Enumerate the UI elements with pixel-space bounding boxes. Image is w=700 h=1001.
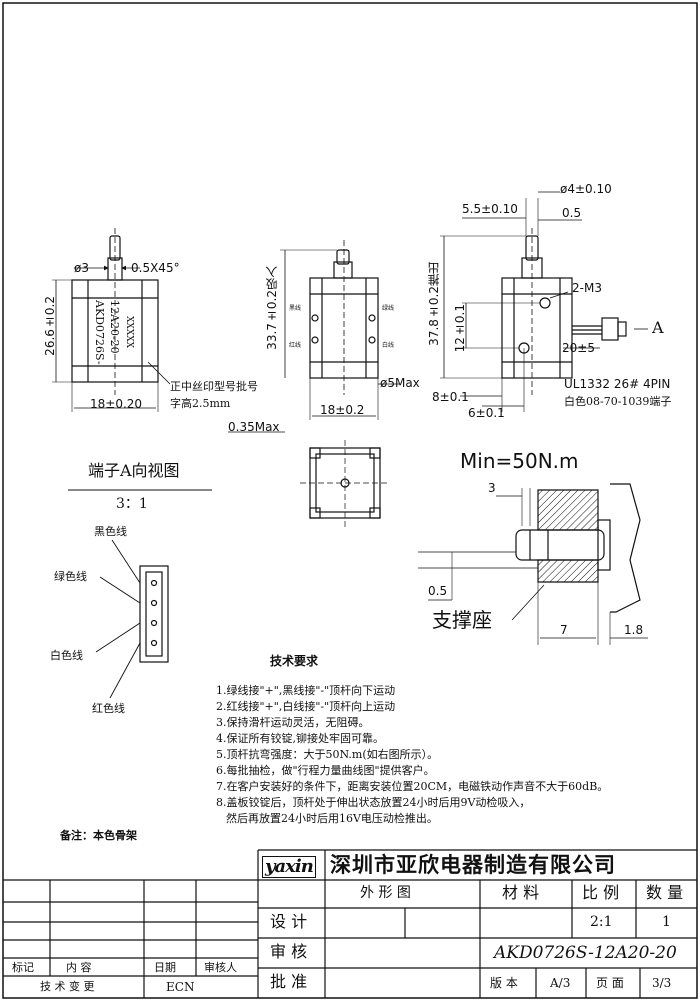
title-block-grid — [3, 849, 697, 998]
arrow-a-label: A — [652, 318, 664, 337]
part-number: AKD0726S-12A20-20 — [494, 943, 677, 963]
design-label: 设 计 — [270, 912, 308, 931]
print-note-line1: 正中丝印型号批号 — [170, 380, 258, 393]
version-value: A/3 — [550, 976, 571, 990]
qty-value: 1 — [662, 914, 671, 930]
terminal-label-green: 绿色线 — [54, 570, 87, 583]
connector-spec: 白色08-70-1039端子 — [564, 395, 672, 408]
tech-change-label: 技 术 变 更 — [40, 980, 95, 993]
front-view — [52, 228, 171, 412]
version-label: 版 本 — [490, 976, 518, 990]
dim-2m3: 2-M3 — [572, 281, 602, 295]
rev-col-reviewer: 审核人 — [204, 961, 237, 974]
dim-7: 7 — [560, 623, 568, 637]
scale-value: 2:1 — [590, 914, 613, 930]
support-label: 支撑座 — [432, 608, 492, 632]
requirement-item: 然后再放置24小时后用16V电压动检推出。 — [226, 812, 438, 825]
right-view — [440, 191, 648, 412]
requirement-item: 5.顶杆抗弯强度：大于50N.m(如右图所示）。 — [216, 748, 439, 761]
requirement-item: 8.盖板铰锭后，顶杆处于伸出状态放置24小时后用9V动检吸入， — [216, 796, 531, 809]
company-logo: yaxin — [262, 856, 316, 878]
requirement-item: 7.在客户安装好的条件下，距离安装位置20CM，电磁铁动作声音不大于60dB。 — [216, 780, 609, 793]
remark: 备注：本色骨架 — [60, 829, 137, 842]
terminal-label-red: 红色线 — [92, 702, 125, 715]
dim-05-support: 0.5 — [428, 584, 448, 598]
scale-label: 比 例 — [582, 883, 620, 902]
requirement-item: 6.每批抽检，做"行程力量曲线图"提供客户。 — [216, 764, 435, 777]
terminal-view-scale: 3：1 — [116, 496, 148, 512]
rev-col-date: 日期 — [154, 961, 176, 974]
support-detail — [418, 483, 648, 645]
requirements-title: 技术要求 — [270, 654, 319, 668]
ecn-label: ECN — [166, 980, 195, 994]
page-label: 页 面 — [596, 976, 624, 990]
dim-20: 20±5 — [562, 341, 595, 355]
model-text-1: AKD0726S- — [93, 300, 106, 365]
requirement-item: 1.绿线接"+",黑线接"-"顶杆向下运动 — [216, 684, 396, 697]
dim-18: 1.8 — [624, 623, 644, 637]
dim-8: 8±0.1 — [432, 390, 469, 404]
dim-05-top: 0.5 — [562, 206, 582, 220]
dim-6: 6±0.1 — [468, 406, 505, 420]
label-green-wire: 绿线 — [382, 305, 395, 312]
dim-55: 5.5±0.10 — [462, 202, 518, 216]
page-value: 3/3 — [652, 976, 672, 990]
terminal-view-title: 端子A向视图 — [88, 461, 180, 480]
label-white-wire: 白线 — [382, 342, 395, 349]
dim-side-width: 18±0.2 — [320, 403, 365, 417]
dim-push: 37.8±0.2推出 — [427, 262, 441, 346]
rev-col-content: 内 容 — [66, 961, 92, 974]
dim-12: 12±0.1 — [453, 304, 467, 353]
dim-chamfer: 0.5X45° — [131, 261, 180, 275]
terminal-view — [68, 489, 212, 699]
print-note-line2: 字高2.5mm — [170, 397, 231, 410]
model-text-3: XXXXX — [124, 316, 134, 349]
dim-3: 3 — [488, 481, 496, 495]
model-text-2: 12A20-20 — [108, 300, 121, 354]
top-view — [300, 440, 390, 528]
dim-front-width: 18±0.20 — [90, 397, 143, 411]
terminal-label-black: 黑色线 — [94, 525, 127, 538]
label-black-wire: 黑线 — [289, 305, 302, 312]
requirement-item: 2.红线接"+",白线接"-"顶杆向上运动 — [216, 700, 396, 713]
shape-label: 外 形 图 — [360, 885, 411, 901]
terminal-label-white: 白色线 — [50, 649, 83, 662]
dim-035: 0.35Max — [228, 420, 280, 434]
requirement-item: 3.保持滑杆运动灵活，无阻碍。 — [216, 716, 370, 729]
rev-col-mark: 标记 — [12, 961, 34, 974]
qty-label: 数 量 — [646, 883, 684, 902]
label-red-wire: 红线 — [289, 342, 302, 349]
cable-spec: UL1332 26# 4PIN — [564, 377, 671, 391]
min-force-label: Min=50N.m — [460, 449, 579, 473]
material-label: 材 料 — [502, 883, 540, 902]
side-view — [228, 240, 400, 433]
dim-front-height: 26.6±0.2 — [43, 296, 57, 356]
dim-phi5: ø5Max — [380, 376, 420, 390]
dim-suction: 33.7±0.2吸入 — [265, 266, 279, 350]
requirement-item: 4.保证所有铰锭,铆接处牢固可靠。 — [216, 732, 384, 745]
requirements-list: 1.绿线接"+",黑线接"-"顶杆向下运动 2.红线接"+",白线接"-"顶杆向… — [216, 683, 608, 827]
dim-phi4: ø4±0.10 — [560, 182, 612, 196]
dim-phi3: ø3 — [74, 261, 89, 275]
company-name: 深圳市亚欣电器制造有限公司 — [330, 852, 616, 877]
approve-label: 批 准 — [270, 972, 308, 991]
review-label: 审 核 — [270, 942, 308, 961]
